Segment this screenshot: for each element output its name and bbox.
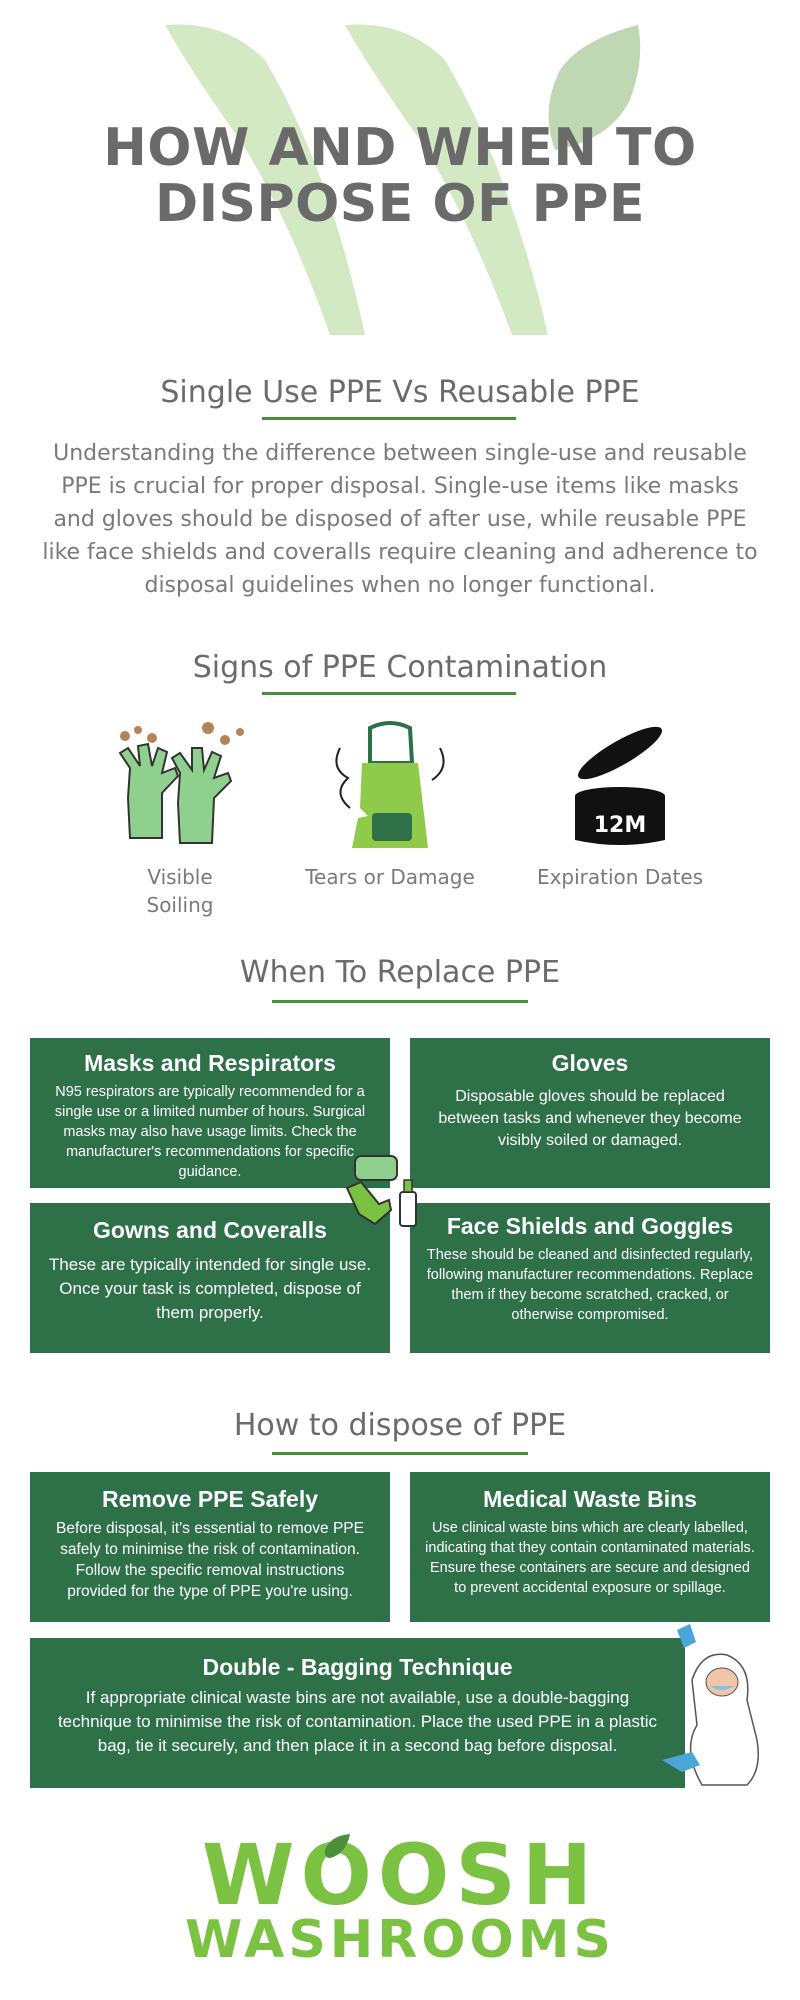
card-body: These should be cleaned and disinfected … [426, 1247, 754, 1323]
single-use-paragraph: Understanding the difference between sin… [42, 441, 758, 598]
card-double-bagging: Double - Bagging Technique If appropriat… [30, 1638, 685, 1788]
card-title: Double - Bagging Technique [202, 1654, 513, 1680]
title-line-2: DISPOSE OF PPE [155, 174, 645, 234]
page-title: HOW AND WHEN TO DISPOSE OF PPE [0, 120, 800, 232]
contamination-heading: Signs of PPE Contamination [192, 650, 608, 685]
card-remove-ppe-safely: Remove PPE Safely Before disposal, it's … [30, 1472, 390, 1622]
heading-underline [262, 692, 516, 695]
sign-label: Expiration Dates [536, 865, 704, 889]
card-gowns-coveralls: Gowns and Coveralls These are typically … [30, 1203, 390, 1353]
heading-underline [272, 1452, 528, 1455]
card-medical-waste-bins: Medical Waste Bins Use clinical waste bi… [410, 1472, 770, 1622]
leaf-icon [324, 1834, 350, 1858]
soiled-gloves-icon [118, 722, 244, 844]
hero-header: HOW AND WHEN TO DISPOSE OF PPE [0, 0, 800, 350]
card-body: N95 respirators are typically recommende… [54, 1084, 366, 1180]
ppe-suit-worker-icon [662, 1624, 759, 1786]
brand-logo-woosh: WOOSH [201, 1826, 599, 1924]
card-body: Use clinical waste bins which are clearl… [425, 1520, 755, 1596]
mask-gloves-sanitizer-icon [345, 1155, 417, 1227]
sign-label: Tears or Damage [305, 865, 475, 889]
card-title: Face Shields and Goggles [446, 1213, 734, 1239]
card-title: Masks and Respirators [84, 1050, 336, 1076]
sign-expiration-dates: 12M Expiration Dates [510, 718, 730, 891]
sign-label: Visible Soiling [146, 865, 214, 917]
card-title: Gowns and Coveralls [93, 1217, 327, 1243]
torn-apron-icon [335, 721, 445, 848]
card-body: Before disposal, it's essential to remov… [56, 1520, 364, 1600]
heading-underline [272, 1000, 528, 1003]
card-body: These are typically intended for single … [48, 1255, 372, 1322]
card-gloves: Gloves Disposable gloves should be repla… [410, 1038, 770, 1188]
expiry-badge-text: 12M [594, 813, 647, 838]
dispose-heading: How to dispose of PPE [233, 1408, 567, 1443]
card-masks-respirators: Masks and Respirators N95 respirators ar… [30, 1038, 390, 1188]
sign-tears-damage: Tears or Damage [290, 718, 490, 891]
card-body: Disposable gloves should be replaced bet… [438, 1088, 742, 1149]
card-title: Gloves [551, 1050, 629, 1076]
card-face-shields-goggles: Face Shields and Goggles These should be… [410, 1203, 770, 1353]
title-line-1: HOW AND WHEN TO [103, 118, 697, 178]
single-use-heading: Single Use PPE Vs Reusable PPE [160, 375, 640, 410]
brand-logo-washrooms: WASHROOMS [185, 1910, 615, 1970]
card-title: Remove PPE Safely [101, 1486, 319, 1512]
sign-visible-soiling: Visible Soiling [90, 718, 270, 919]
expiry-jar-icon: 12M [575, 726, 665, 845]
card-title: Medical Waste Bins [483, 1486, 697, 1512]
heading-underline [262, 417, 516, 420]
replace-heading: When To Replace PPE [239, 955, 561, 990]
card-body: If appropriate clinical waste bins are n… [57, 1688, 658, 1755]
logo-watermark-icon [165, 24, 641, 335]
